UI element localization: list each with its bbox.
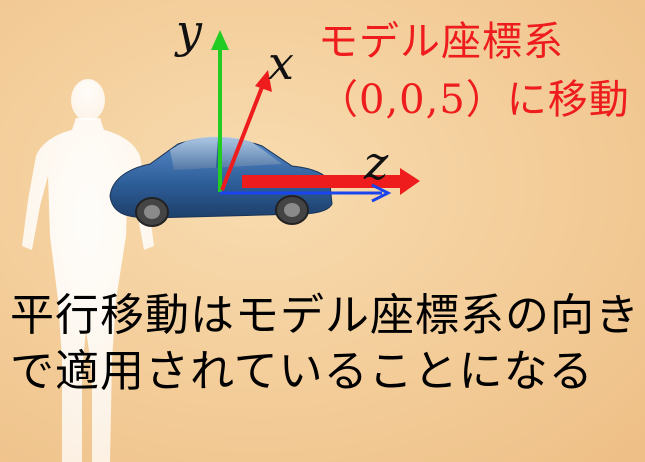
z-axis-arrow <box>220 183 392 203</box>
translation-coords: （0,0,5） <box>318 77 507 123</box>
x-axis-arrow <box>220 70 272 191</box>
y-axis-label: y <box>176 4 202 58</box>
translation-suffix: に移動 <box>506 77 630 123</box>
human-silhouette-icon <box>22 79 154 462</box>
x-axis-label: x <box>268 36 294 90</box>
annotation-title: モデル座標系 <box>318 19 564 65</box>
z-axis-label: z <box>364 136 389 190</box>
translation-arrow <box>242 168 420 195</box>
caption-text: 平行移動はモデル座標系の向きで適用されていることになる <box>10 290 640 397</box>
y-axis-arrow <box>211 30 229 192</box>
annotation-translation: （0,0,5）に移動 <box>318 80 630 120</box>
car-icon <box>109 136 333 227</box>
